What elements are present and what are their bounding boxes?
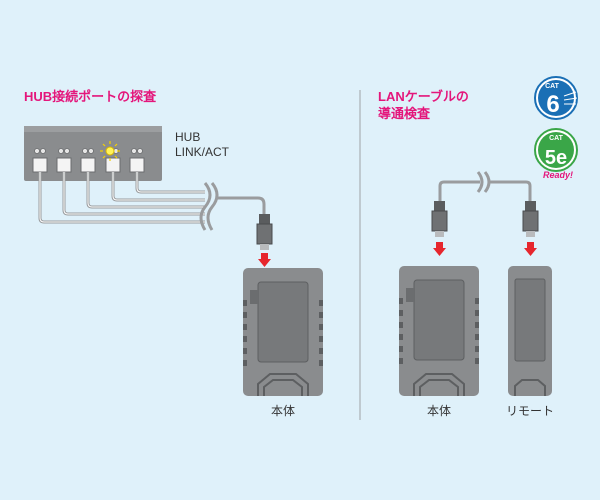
hub-port-3	[80, 157, 96, 173]
cat6-badge-top: CAT	[545, 83, 560, 90]
hub-port-2	[56, 157, 72, 173]
right-panel-heading-line2: 導通検査	[378, 106, 431, 121]
down-arrow-icon-a	[433, 242, 446, 256]
cable-break-icon	[199, 182, 219, 231]
cat6-badge-number: 6	[546, 91, 559, 118]
rj45-connector-left	[256, 214, 273, 250]
cat6-badge-icon: CAT 6	[534, 76, 578, 120]
rj45-connector-right-a	[431, 201, 448, 237]
network-hub	[24, 126, 162, 181]
tester-main-unit-left	[243, 268, 323, 396]
lit-led-icon	[100, 141, 120, 161]
tester-main-unit-right	[399, 266, 479, 396]
down-arrow-icon-b	[524, 242, 537, 256]
hub-port-1	[32, 157, 48, 173]
right-main-unit-label: 本体	[426, 404, 452, 418]
test-cable	[438, 180, 532, 202]
hub-port-5	[129, 157, 145, 173]
cat5e-badge-top: CAT	[549, 135, 564, 142]
right-remote-unit-label: リモート	[505, 404, 555, 418]
rj45-connector-right-b	[522, 201, 539, 237]
cable-break-icon-right	[476, 171, 491, 193]
right-panel-heading: LANケーブルの 導通検査	[378, 88, 469, 122]
cat5e-badge-tag: Ready!	[543, 170, 573, 180]
hub-label-line1: HUB	[175, 130, 201, 144]
left-device-label: 本体	[270, 404, 296, 418]
tester-remote-unit	[508, 266, 552, 396]
cat5e-badge-icon: CAT 5e Ready!	[534, 128, 578, 180]
down-arrow-icon	[258, 253, 271, 267]
hub-label-line2: LINK/ACT	[175, 145, 230, 159]
left-panel-heading: HUB接続ポートの探査	[24, 89, 157, 104]
right-panel-heading-line1: LANケーブルの	[378, 89, 469, 104]
cat5e-badge-number: 5e	[545, 147, 567, 169]
hub-port-4	[105, 157, 121, 173]
hub-label: HUB LINK/ACT	[175, 130, 229, 160]
